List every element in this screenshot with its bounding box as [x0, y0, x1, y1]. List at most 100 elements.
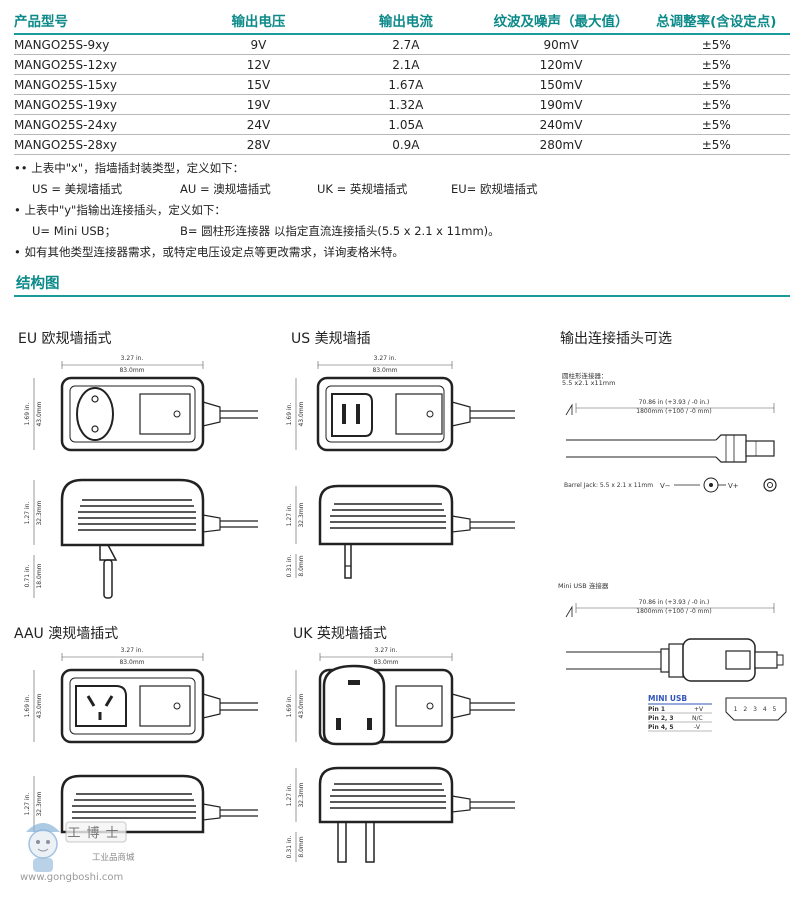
cell-model: MANGO25S-24xy: [14, 114, 185, 135]
cell-ripple: 240mV: [479, 114, 643, 135]
cell-voltage: 24V: [184, 114, 333, 135]
x-item-au: AU = 澳规墙插式: [180, 182, 271, 196]
cell-current: 1.05A: [332, 114, 480, 135]
aau-width-in: 3.27 in.: [121, 647, 144, 654]
pin-2-3-value: N/C: [692, 715, 703, 722]
aau-depth-in: 1.27 in.: [24, 793, 31, 816]
aau-height-mm: 43.0mm: [36, 693, 43, 718]
barrel-connector-diagram: 70.86 in (+3.93 / -0 in.) 1800mm (+100 /…: [564, 399, 777, 493]
usb-cable-in: 70.86 in (+3.93 / -0 in.): [639, 599, 710, 606]
aau-height-in: 1.69 in.: [24, 695, 31, 718]
spec-table: 产品型号 输出电压 输出电流 纹波及噪声（最大值） 总调整率(含设定点) MAN…: [14, 8, 790, 155]
x-item-us: US = 美规墙插式: [32, 182, 123, 196]
us-width-in: 3.27 in.: [374, 355, 397, 362]
us-depth-mm: 32.3mm: [298, 502, 305, 527]
us-pin-in: 0.31 in.: [286, 555, 293, 578]
usb-cable-mm: 1800mm (+100 / -0 mm): [636, 608, 711, 615]
uk-title: UK 英规墙插式: [293, 626, 387, 642]
cell-model: MANGO25S-28xy: [14, 134, 185, 155]
us-height-in: 1.69 in.: [286, 403, 293, 426]
eu-pin-in: 0.71 in.: [24, 565, 31, 588]
aau-top-view: 3.27 in. 83.0mm 1.69 in. 43.0mm: [24, 647, 258, 744]
x-item-eu: EU= 欧规墙插式: [451, 182, 538, 196]
watermark-name: 工博士: [67, 826, 124, 841]
mini-usb-pin-table: MINI USB Pin 1 +V Pin 2, 3 N/C Pin 4, 5 …: [648, 694, 787, 732]
uk-pin-in: 0.31 in.: [286, 836, 293, 859]
us-height-mm: 43.0mm: [298, 401, 305, 426]
mini-usb-diagram: 70.86 in (+3.93 / -0 in.) 1800mm (+100 /…: [565, 599, 784, 682]
mini-usb-heading: MINI USB: [648, 694, 687, 703]
aau-depth-mm: 32.3mm: [36, 791, 43, 816]
eu-top-view: 3.27 in. 83.0mm 1.69 in. 43.0mm: [24, 355, 258, 452]
watermark-brand: 工博士: [65, 821, 127, 843]
cell-current: 2.1A: [332, 54, 480, 75]
y-items-row: U= Mini USB； B= 圆柱形连接器 以指定直流连接插头(5.5 x 2…: [14, 221, 500, 242]
barrel-cable-in: 70.86 in (+3.93 / -0 in.): [639, 399, 710, 406]
header-regulation: 总调整率(含设定点): [642, 8, 790, 35]
y-note: • 上表中"y"指输出连接插头，定义如下：: [14, 203, 226, 217]
us-pin-mm: 8.0mm: [298, 555, 305, 576]
cell-voltage: 12V: [184, 54, 333, 75]
x-note: •• 上表中"x"，指墙插封装类型，定义如下：: [14, 161, 245, 175]
notes-block: •• 上表中"x"，指墙插封装类型，定义如下： US = 美规墙插式 AU = …: [14, 158, 537, 263]
eu-height-mm: 43.0mm: [36, 401, 43, 426]
pin-2-3-label: Pin 2, 3: [648, 715, 674, 722]
y-item-usb: U= Mini USB；: [32, 224, 117, 238]
cell-model: MANGO25S-12xy: [14, 54, 185, 75]
cell-regulation: ±5%: [642, 114, 790, 135]
us-side-view: 1.27 in. 32.3mm 0.31 in. 8.0mm: [286, 484, 515, 579]
eu-side-view: 1.27 in. 32.3mm 0.71 in. 18.0mm: [24, 478, 258, 599]
cell-regulation: ±5%: [642, 94, 790, 115]
cell-model: MANGO25S-15xy: [14, 74, 185, 95]
uk-width-in: 3.27 in.: [375, 647, 398, 654]
x-item-uk: UK = 英规墙插式: [317, 182, 408, 196]
table-header-row: 产品型号 输出电压 输出电流 纹波及噪声（最大值） 总调整率(含设定点): [14, 8, 790, 35]
cell-voltage: 9V: [184, 34, 333, 55]
header-ripple: 纹波及噪声（最大值）: [479, 8, 643, 35]
header-model: 产品型号: [14, 8, 185, 35]
cell-regulation: ±5%: [642, 34, 790, 55]
cell-voltage: 19V: [184, 94, 333, 115]
cell-model: MANGO25S-9xy: [14, 34, 185, 55]
uk-width-mm: 83.0mm: [373, 659, 398, 666]
cell-ripple: 280mV: [479, 134, 643, 155]
uk-side-view: 1.27 in. 32.3mm 0.31 in. 8.0mm: [286, 766, 515, 863]
pin-4-5-value: -V: [694, 724, 701, 731]
uk-top-view: 3.27 in. 83.0mm 1.69 in. 43.0mm: [286, 647, 515, 746]
pin-1-value: +V: [694, 706, 704, 713]
v-minus-label: V−: [660, 482, 671, 490]
other-note: • 如有其他类型连接器需求，或特定电压设定点等更改需求，详询麦格米特。: [14, 245, 404, 259]
mascot-logo: [26, 823, 60, 872]
uk-height-mm: 43.0mm: [298, 693, 305, 718]
x-items-row: US = 美规墙插式 AU = 澳规墙插式 UK = 英规墙插式 EU= 欧规墙…: [14, 179, 537, 200]
cell-regulation: ±5%: [642, 74, 790, 95]
eu-depth-in: 1.27 in.: [24, 502, 31, 525]
cell-current: 1.32A: [332, 94, 480, 115]
aau-width-mm: 83.0mm: [119, 659, 144, 666]
watermark-subtitle: 工业品商城: [92, 853, 135, 863]
aau-side-view: 1.27 in. 32.3mm: [24, 774, 258, 834]
cell-voltage: 28V: [184, 134, 333, 155]
mini-usb-label: Mini USB 连接器: [558, 582, 609, 590]
header-current: 输出电流: [332, 8, 480, 35]
barrel-label: 圆柱形连接器：: [562, 372, 608, 380]
cell-ripple: 190mV: [479, 94, 643, 115]
eu-depth-mm: 32.3mm: [36, 500, 43, 525]
uk-height-in: 1.69 in.: [286, 695, 293, 718]
us-width-mm: 83.0mm: [372, 367, 397, 374]
uk-depth-mm: 32.3mm: [298, 782, 305, 807]
cell-voltage: 15V: [184, 74, 333, 95]
us-title: US 美规墙插: [291, 331, 371, 347]
cell-regulation: ±5%: [642, 134, 790, 155]
section-title: 结构图: [16, 276, 60, 292]
eu-pin-mm: 18.0mm: [36, 563, 43, 588]
v-plus-label: V+: [728, 482, 739, 490]
eu-title: EU 欧规墙插式: [18, 331, 112, 347]
cell-ripple: 150mV: [479, 74, 643, 95]
eu-height-in: 1.69 in.: [24, 403, 31, 426]
